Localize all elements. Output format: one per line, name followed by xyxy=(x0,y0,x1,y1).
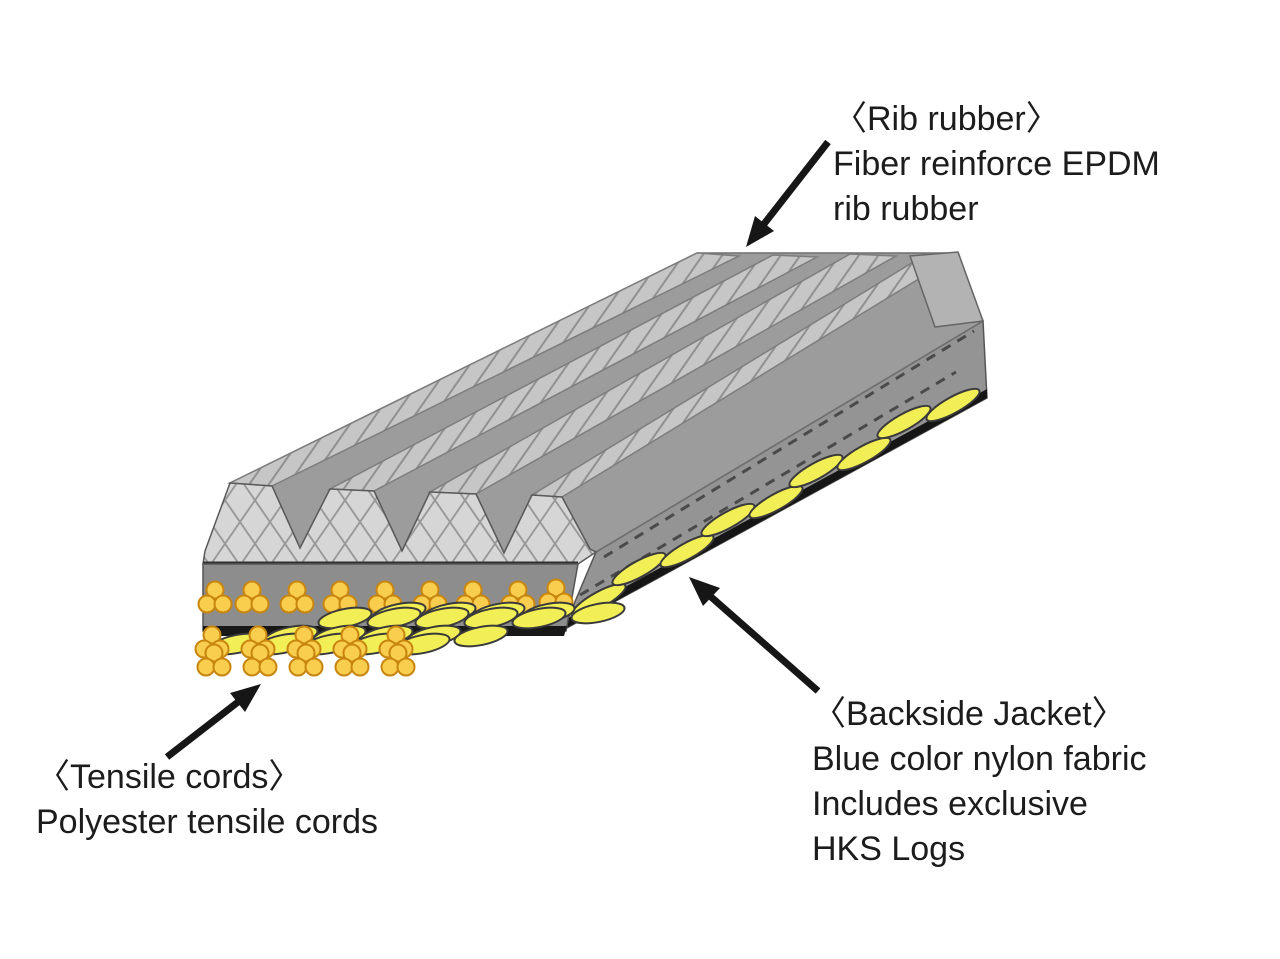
tensile-cords-arrow xyxy=(164,684,261,760)
rib-rubber-line: Fiber reinforce EPDM xyxy=(833,145,1160,183)
backside-jacket-face xyxy=(561,319,988,632)
rib-rubber-arrow xyxy=(746,139,831,247)
backside-jacket-line: Blue color nylon fabric xyxy=(812,740,1147,778)
backside-jacket-heading: 〈Backside Jacket〉 xyxy=(812,695,1126,733)
rib-rubber-top-face xyxy=(227,251,985,555)
rib-rubber-label: 〈Rib rubber〉 Fiber reinforce EPDM rib ru… xyxy=(833,97,1160,232)
backside-jacket-label: 〈Backside Jacket〉 Blue color nylon fabri… xyxy=(812,692,1147,872)
tensile-cords-label: 〈Tensile cords〉 Polyester tensile cords xyxy=(36,755,378,845)
tensile-cords-line: Polyester tensile cords xyxy=(36,803,379,841)
rib-profile-face xyxy=(202,482,598,565)
backside-jacket-line: HKS Logs xyxy=(812,830,966,868)
rib-rubber-line: rib rubber xyxy=(833,190,979,228)
rib-rubber-heading: 〈Rib rubber〉 xyxy=(833,100,1060,138)
tensile-cords-heading: 〈Tensile cords〉 xyxy=(36,758,303,796)
backside-jacket-line: Includes exclusive xyxy=(812,785,1088,823)
backside-jacket-arrow xyxy=(689,577,821,694)
belt-end-face xyxy=(908,251,985,328)
hks-logo-rope-graphic xyxy=(571,387,981,618)
